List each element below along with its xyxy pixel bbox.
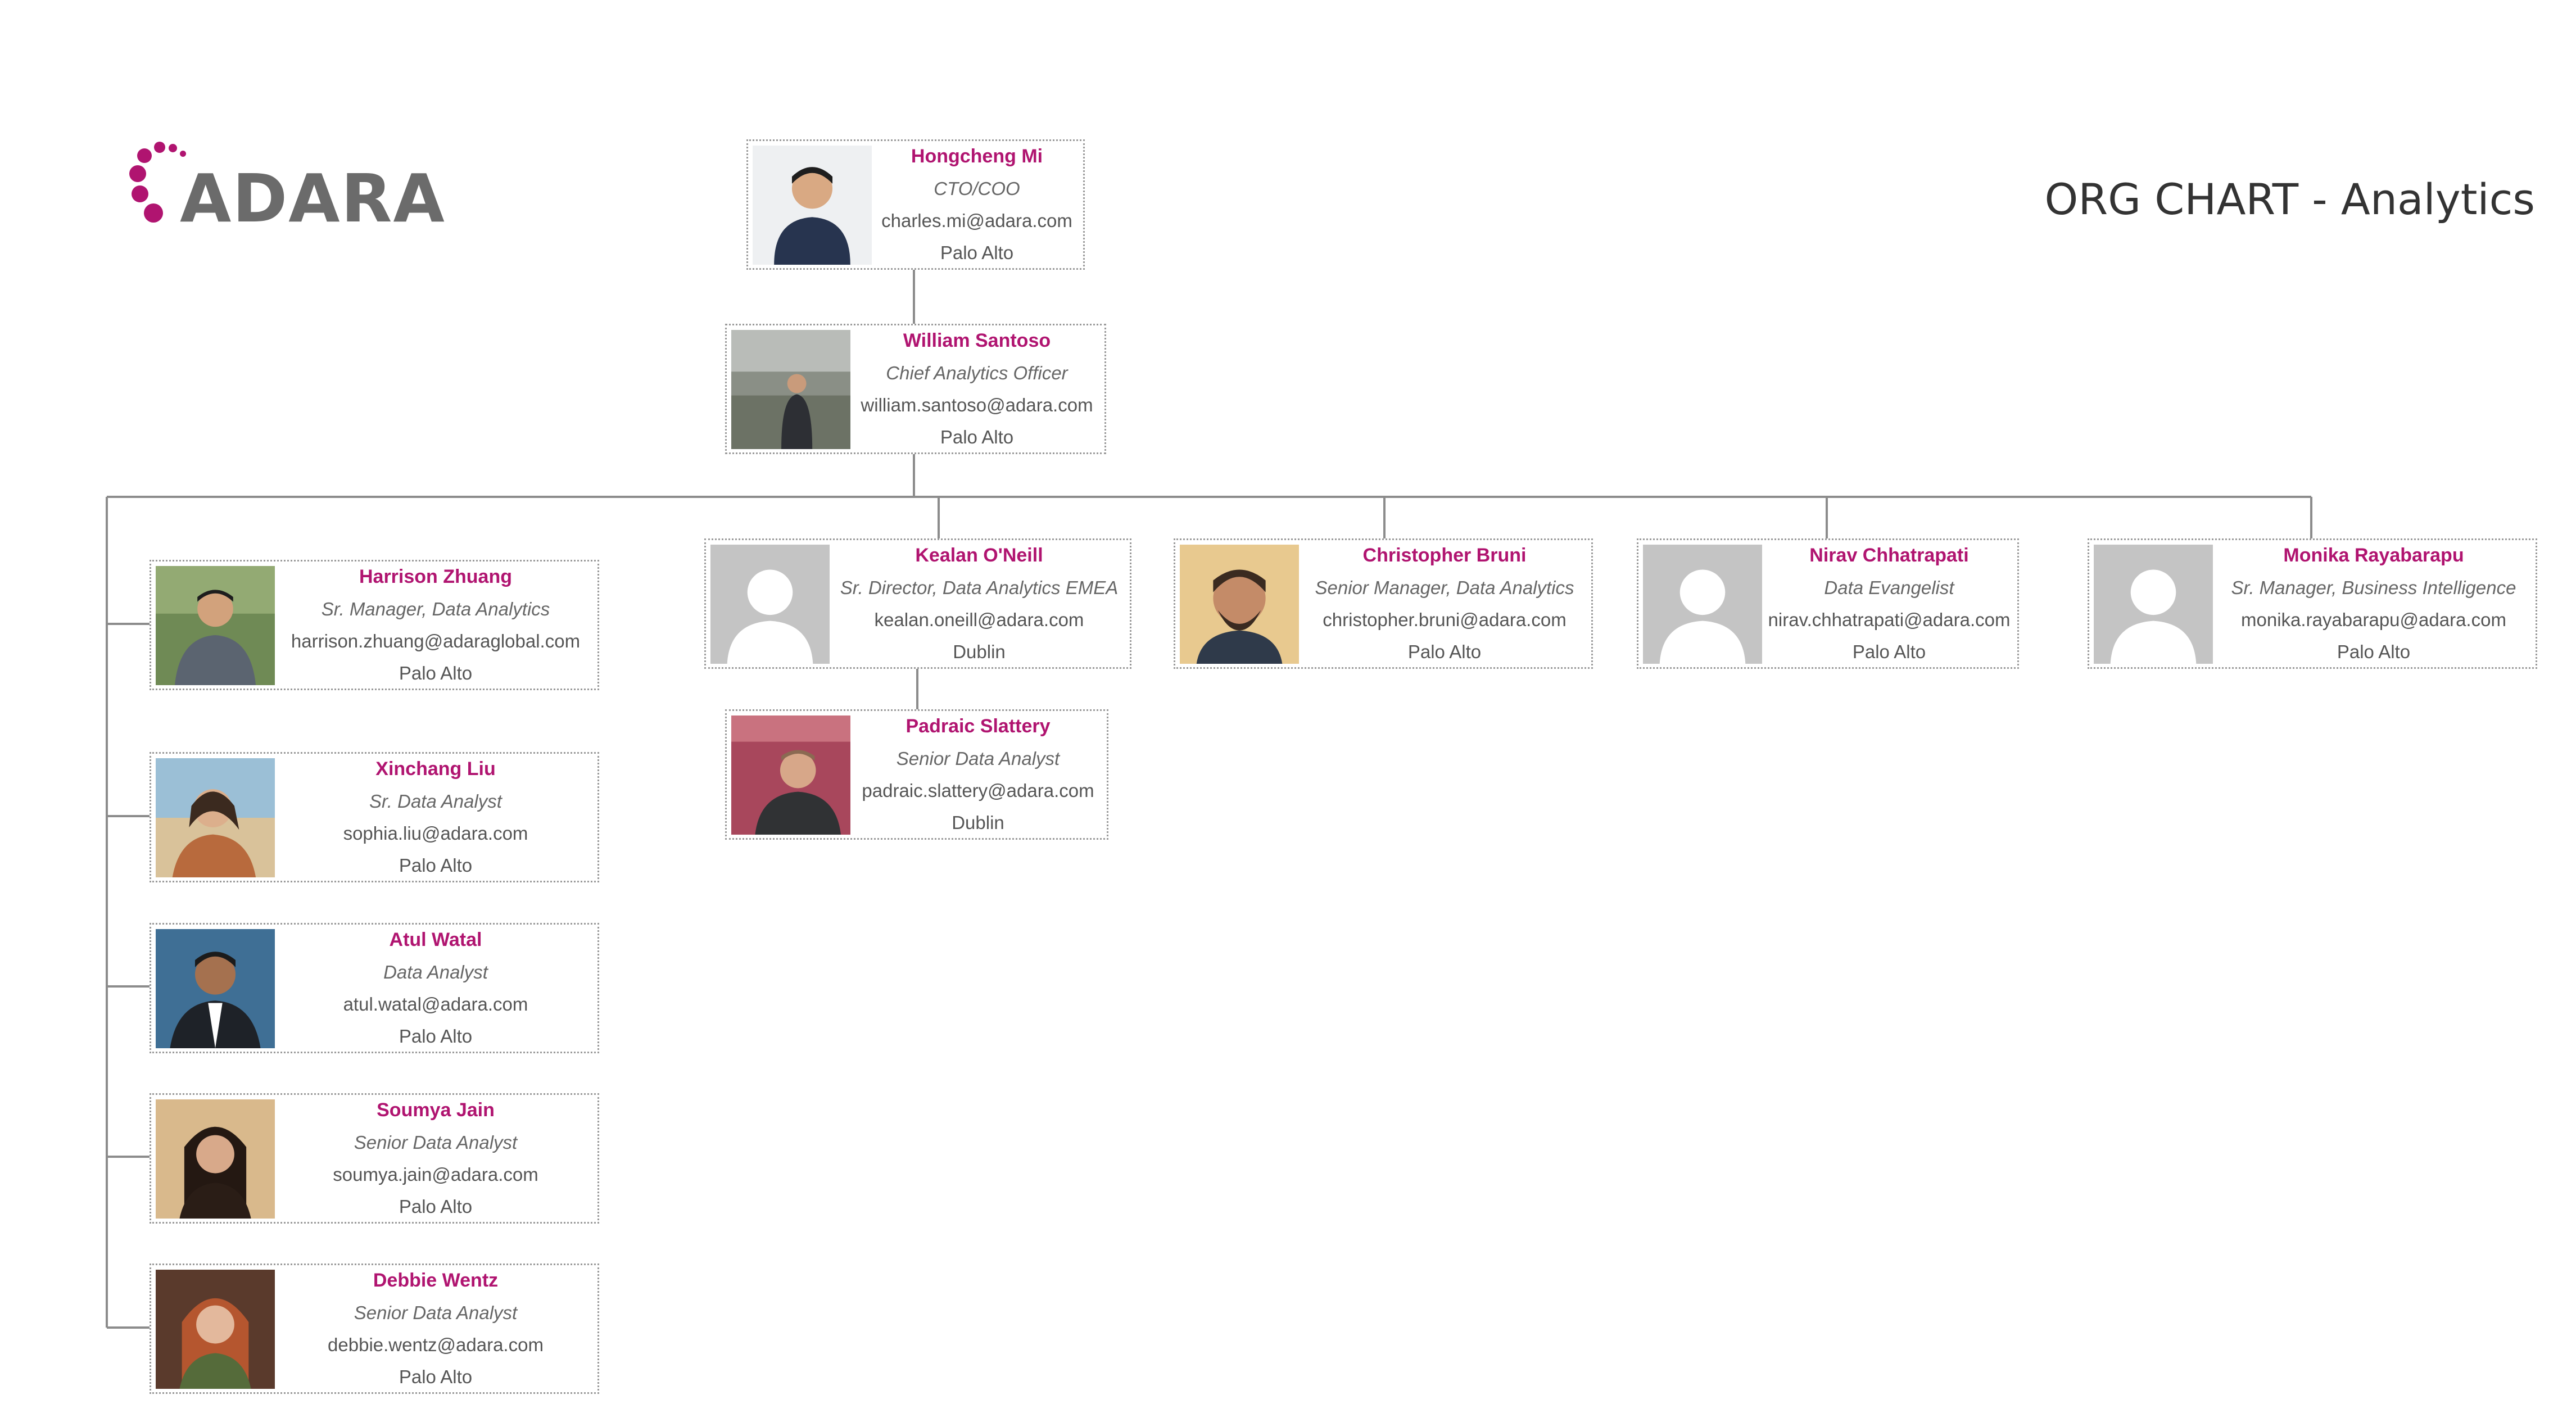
- person-email[interactable]: christopher.bruni@adara.com: [1323, 609, 1567, 630]
- person-location: Dublin: [952, 812, 1004, 833]
- logo-dot: [129, 165, 146, 182]
- card-info: Soumya Jain Senior Data Analyst soumya.j…: [276, 1095, 595, 1222]
- person-name: Nirav Chhatrapati: [1809, 545, 1969, 566]
- person-title: Senior Data Analyst: [896, 748, 1060, 769]
- person-name: Harrison Zhuang: [359, 566, 513, 587]
- logo-dot: [137, 148, 152, 163]
- person-photo-icon: [156, 566, 275, 685]
- person-email[interactable]: soumya.jain@adara.com: [333, 1164, 538, 1185]
- person-photo-icon: [156, 758, 275, 877]
- person-location: Palo Alto: [1407, 641, 1482, 662]
- person-name: Christopher Bruni: [1362, 545, 1527, 566]
- org-card-padraic-slattery[interactable]: Padraic Slattery Senior Data Analyst pad…: [725, 709, 1108, 840]
- logo-dot: [132, 185, 148, 202]
- org-card-atul-watal[interactable]: Atul Watal Data Analyst atul.watal@adara…: [150, 923, 599, 1053]
- person-photo-icon: [753, 146, 872, 265]
- person-email[interactable]: charles.mi@adara.com: [881, 210, 1072, 231]
- person-title: Chief Analytics Officer: [886, 363, 1068, 383]
- person-location: Palo Alto: [940, 427, 1014, 447]
- person-photo-icon: [731, 715, 850, 835]
- person-title: Senior Data Analyst: [354, 1132, 518, 1153]
- person-location: Palo Alto: [399, 1196, 473, 1217]
- person-name: Monika Rayabarapu: [2283, 545, 2464, 566]
- person-title: Data Evangelist: [1824, 577, 1954, 598]
- person-name: William Santoso: [903, 330, 1051, 351]
- person-location: Dublin: [953, 641, 1006, 662]
- card-info: Debbie Wentz Senior Data Analyst debbie.…: [276, 1265, 595, 1392]
- card-info: William Santoso Chief Analytics Officer …: [852, 325, 1102, 452]
- person-name: Hongcheng Mi: [911, 146, 1043, 167]
- person-photo-icon: [156, 1099, 275, 1219]
- person-email[interactable]: sophia.liu@adara.com: [343, 823, 528, 844]
- person-location: Palo Alto: [1852, 641, 1926, 662]
- logo-dot: [180, 151, 186, 157]
- person-name: Kealan O'Neill: [915, 545, 1043, 566]
- logo-dot: [144, 203, 163, 223]
- org-card-debbie-wentz[interactable]: Debbie Wentz Senior Data Analyst debbie.…: [150, 1264, 599, 1394]
- card-info: Monika Rayabarapu Sr. Manager, Business …: [2214, 540, 2533, 667]
- person-title: Sr. Director, Data Analytics EMEA: [840, 577, 1119, 598]
- person-email[interactable]: william.santoso@adara.com: [861, 395, 1093, 415]
- person-photo-icon: [1180, 545, 1299, 664]
- org-card-hongcheng-mi[interactable]: Hongcheng Mi CTO/COO charles.mi@adara.co…: [746, 139, 1085, 270]
- placeholder-avatar-icon: [710, 545, 830, 664]
- person-email[interactable]: nirav.chhatrapati@adara.com: [1768, 609, 2011, 630]
- person-title: Senior Data Analyst: [354, 1302, 518, 1323]
- org-card-soumya-jain[interactable]: Soumya Jain Senior Data Analyst soumya.j…: [150, 1093, 599, 1224]
- person-location: Palo Alto: [399, 1026, 473, 1047]
- person-email[interactable]: debbie.wentz@adara.com: [328, 1334, 544, 1355]
- person-title: CTO/COO: [934, 178, 1020, 199]
- person-location: Palo Alto: [399, 1366, 473, 1387]
- person-title: Sr. Manager, Data Analytics: [321, 599, 550, 619]
- card-info: Xinchang Liu Sr. Data Analyst sophia.liu…: [276, 754, 595, 881]
- org-card-kealan-oneill[interactable]: Kealan O'Neill Sr. Director, Data Analyt…: [704, 538, 1131, 669]
- person-name: Atul Watal: [389, 929, 482, 950]
- person-title: Senior Manager, Data Analytics: [1315, 577, 1574, 598]
- person-photo-icon: [156, 1270, 275, 1389]
- logo-dot: [154, 142, 165, 153]
- person-photo-icon: [156, 929, 275, 1048]
- org-card-christopher-bruni[interactable]: Christopher Bruni Senior Manager, Data A…: [1174, 538, 1593, 669]
- person-title: Data Analyst: [383, 962, 488, 982]
- org-card-nirav-chhatrapati[interactable]: Nirav Chhatrapati Data Evangelist nirav.…: [1637, 538, 2019, 669]
- org-card-harrison-zhuang[interactable]: Harrison Zhuang Sr. Manager, Data Analyt…: [150, 560, 599, 690]
- person-email[interactable]: kealan.oneill@adara.com: [874, 609, 1084, 630]
- person-email[interactable]: atul.watal@adara.com: [343, 994, 528, 1015]
- card-info: Harrison Zhuang Sr. Manager, Data Analyt…: [276, 561, 595, 689]
- placeholder-avatar-icon: [2094, 545, 2213, 664]
- org-card-william-santoso[interactable]: William Santoso Chief Analytics Officer …: [725, 324, 1106, 454]
- placeholder-avatar-icon: [1643, 545, 1762, 664]
- person-email[interactable]: harrison.zhuang@adaraglobal.com: [291, 631, 581, 651]
- person-location: Palo Alto: [940, 242, 1014, 263]
- card-info: Atul Watal Data Analyst atul.watal@adara…: [276, 925, 595, 1052]
- person-location: Palo Alto: [2337, 641, 2411, 662]
- card-info: Hongcheng Mi CTO/COO charles.mi@adara.co…: [873, 141, 1081, 268]
- card-info: Kealan O'Neill Sr. Director, Data Analyt…: [831, 540, 1128, 667]
- logo-dot: [169, 144, 177, 152]
- card-info: Padraic Slattery Senior Data Analyst pad…: [852, 711, 1104, 838]
- person-email[interactable]: padraic.slattery@adara.com: [862, 780, 1094, 801]
- person-location: Palo Alto: [399, 855, 473, 876]
- adara-logo: ADARA: [129, 141, 445, 236]
- org-card-xinchang-liu[interactable]: Xinchang Liu Sr. Data Analyst sophia.liu…: [150, 752, 599, 882]
- person-title: Sr. Manager, Business Intelligence: [2231, 577, 2516, 598]
- logo-wordmark: ADARA: [180, 160, 446, 237]
- person-name: Padraic Slattery: [906, 715, 1051, 737]
- org-card-monika-rayabarapu[interactable]: Monika Rayabarapu Sr. Manager, Business …: [2088, 538, 2537, 669]
- person-title: Sr. Data Analyst: [369, 791, 502, 812]
- page-title: ORG CHART - Analytics: [2044, 174, 2535, 224]
- person-location: Palo Alto: [399, 663, 473, 683]
- card-info: Christopher Bruni Senior Manager, Data A…: [1300, 540, 1589, 667]
- person-photo-icon: [731, 330, 850, 449]
- card-info: Nirav Chhatrapati Data Evangelist nirav.…: [1763, 540, 2015, 667]
- person-name: Soumya Jain: [377, 1099, 495, 1121]
- person-email[interactable]: monika.rayabarapu@adara.com: [2241, 609, 2506, 630]
- person-name: Xinchang Liu: [375, 758, 496, 780]
- person-name: Debbie Wentz: [373, 1270, 499, 1291]
